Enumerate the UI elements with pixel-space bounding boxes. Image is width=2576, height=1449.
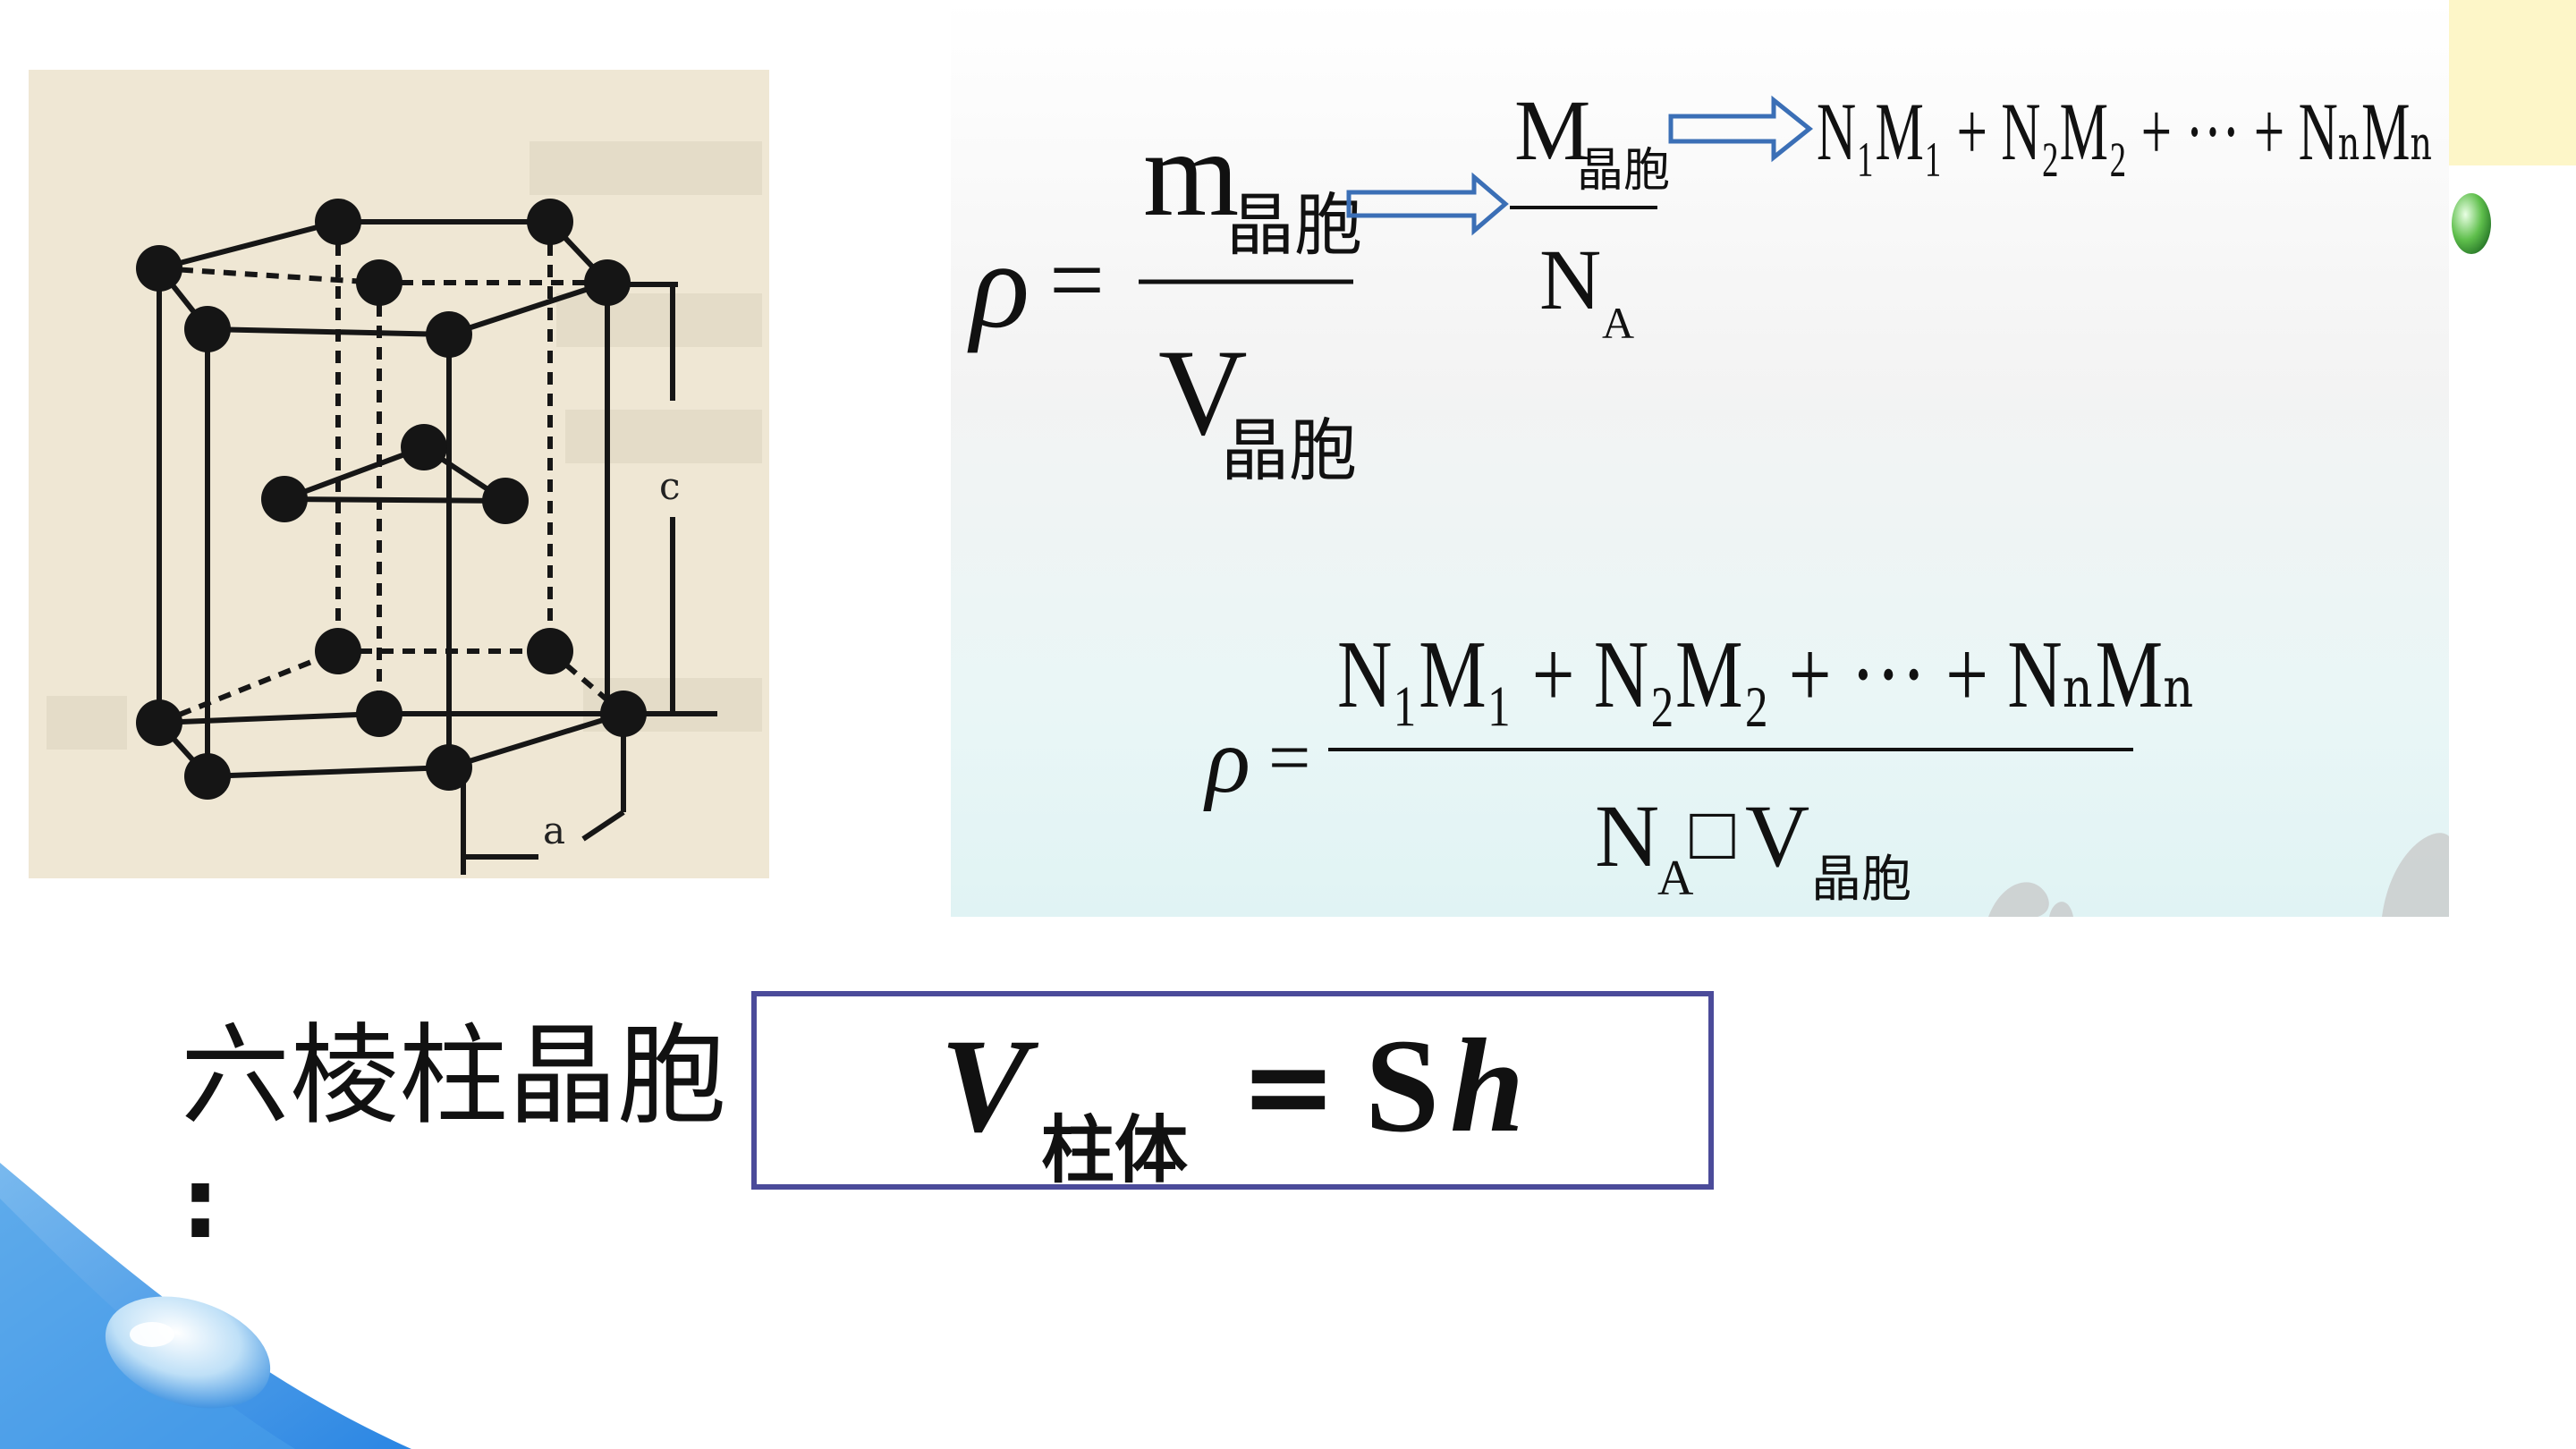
decorative-corner-panel — [2446, 0, 2576, 165]
mass-subscript: 晶胞 — [1226, 189, 1362, 264]
volume-equals: = — [1240, 1018, 1337, 1154]
arrow-right-icon — [1668, 95, 1814, 163]
caption-hexagonal-cell: 六棱柱晶胞 — [181, 1013, 726, 1140]
blue-swoosh-decoration — [0, 1163, 411, 1449]
denominator-v-subscript: 晶胞 — [1811, 852, 1911, 908]
volume-symbol: V — [1158, 324, 1248, 461]
denominator-multiply: □ — [1690, 792, 1735, 876]
mass-symbol: m — [1143, 105, 1239, 242]
equals-bottom: = — [1268, 716, 1310, 800]
density-formula-panel: ρ = m 晶胞 V 晶胞 M 晶胞 N A N₁M₁ + N₂M₂ + ···… — [951, 0, 2449, 917]
equals-top: = — [1049, 225, 1105, 335]
sum-expression-top: N₁M₁ + N₂M₂ + ··· + NₙMₙ — [1817, 86, 2434, 177]
caption-colon: : — [181, 1146, 220, 1260]
arrow-right-icon — [1346, 172, 1509, 236]
avogadro-symbol: N — [1539, 232, 1601, 327]
denominator-v: V — [1745, 786, 1809, 886]
sum-expression-bottom: N₁M₁ + N₂M₂ + ··· + NₙMₙ — [1337, 622, 2196, 728]
volume-v: V — [940, 1012, 1039, 1160]
denominator-n-subscript: A — [1657, 851, 1694, 906]
avogadro-subscript: A — [1602, 298, 1634, 348]
label-a: a — [543, 809, 565, 852]
rho-symbol-bottom: ρ — [1203, 709, 1250, 812]
volume-s: S — [1365, 1012, 1439, 1160]
label-c: c — [659, 464, 681, 508]
green-droplet-icon — [2452, 193, 2491, 254]
volume-subscript: 晶胞 — [1221, 414, 1357, 489]
rho-symbol-top: ρ — [967, 216, 1030, 353]
molar-mass-symbol: M — [1514, 82, 1590, 178]
volume-h: h — [1450, 1012, 1524, 1160]
hexagonal-prism-drawing: c a — [29, 70, 769, 878]
volume-subscript-prism: 柱体 — [1041, 1108, 1188, 1184]
formula-drawing: ρ = m 晶胞 V 晶胞 M 晶胞 N A N₁M₁ + N₂M₂ + ···… — [967, 82, 2449, 917]
volume-formula-drawing: V 柱体 = S h — [940, 1012, 1524, 1184]
molar-mass-subscript: 晶胞 — [1577, 146, 1670, 197]
hexagonal-cell-figure: c a — [29, 70, 769, 878]
prism-volume-formula-box: V 柱体 = S h — [751, 991, 1714, 1190]
denominator-n: N — [1595, 786, 1659, 886]
